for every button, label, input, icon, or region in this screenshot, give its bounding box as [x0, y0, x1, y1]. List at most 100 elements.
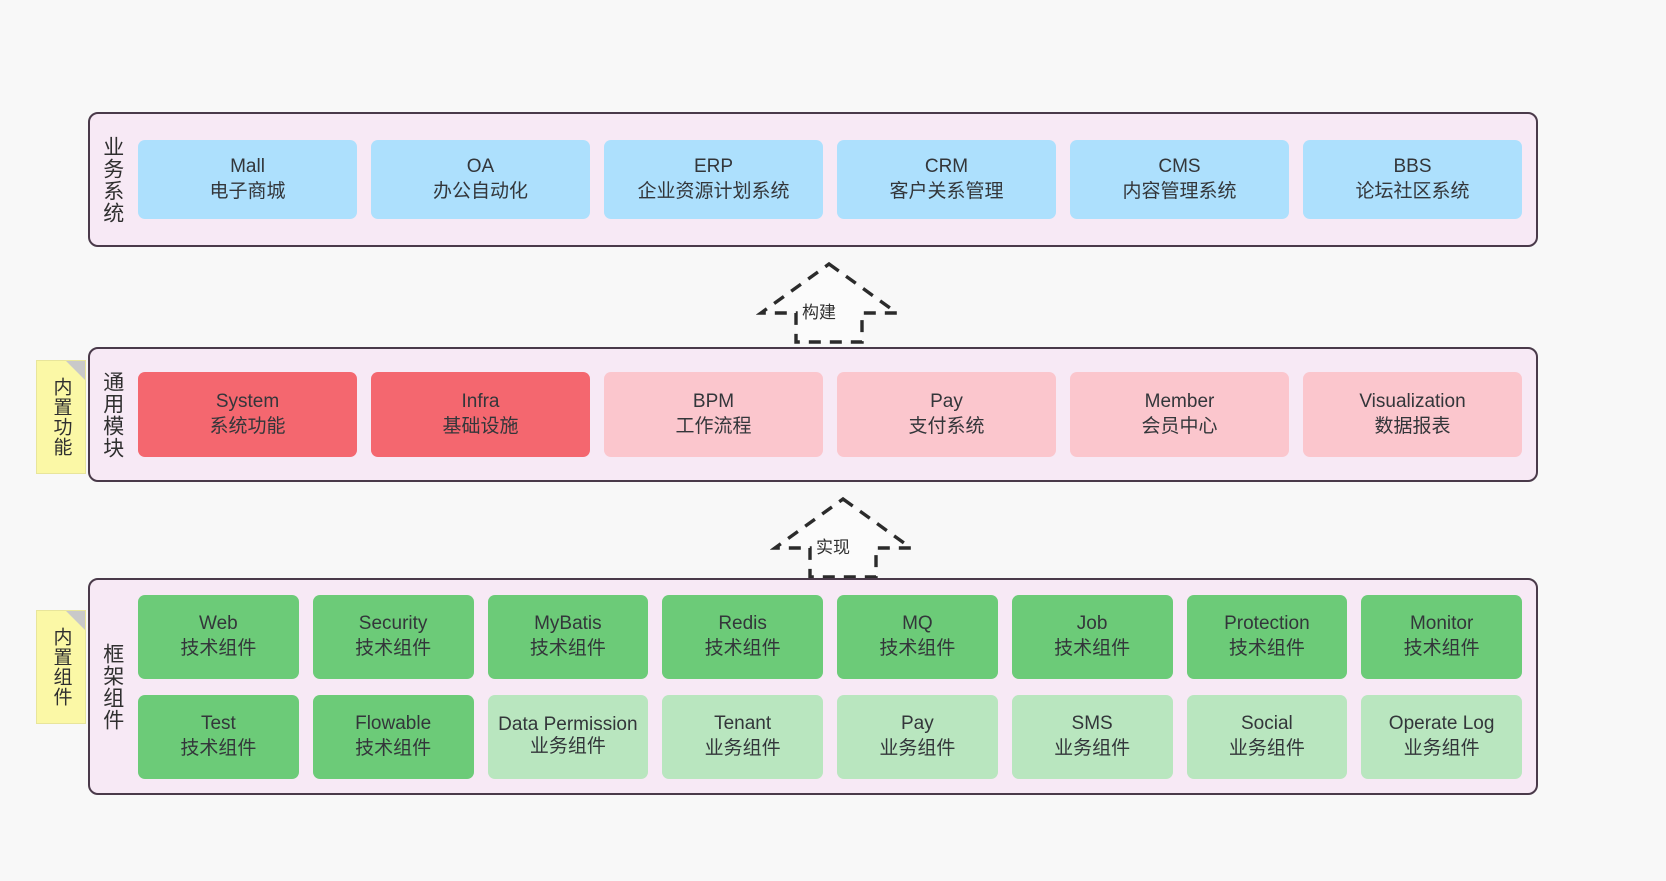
card-subtitle: 技术组件 [529, 637, 606, 659]
card-title: Test [200, 713, 236, 735]
card-title: Protection [1224, 613, 1310, 635]
note-fold-corner-icon [66, 361, 85, 380]
arrow-implement-label: 实现 [816, 538, 850, 557]
layer-business-system: 业务系统 Mall 电子商城 OA 办公自动化 ERP 企业资源计划系统 [88, 112, 1538, 247]
card-subtitle: 技术组件 [355, 737, 432, 759]
card-oa[interactable]: OA 办公自动化 [371, 140, 590, 219]
card-row: Mall 电子商城 OA 办公自动化 ERP 企业资源计划系统 CRM 客户关系… [138, 140, 1522, 219]
card-title: Mall [230, 156, 265, 178]
card-title: Operate Log [1388, 713, 1495, 735]
card-title: Redis [718, 613, 767, 635]
layer-body-common-module: System 系统功能 Infra 基础设施 BPM 工作流程 Pay 支付系统 [134, 349, 1536, 480]
card-flowable[interactable]: Flowable 技术组件 [312, 694, 474, 779]
card-infra[interactable]: Infra 基础设施 [371, 372, 590, 457]
card-web[interactable]: Web 技术组件 [138, 594, 299, 679]
card-mq[interactable]: MQ 技术组件 [837, 594, 998, 679]
card-subtitle: 技术组件 [879, 637, 956, 659]
card-subtitle: 会员中心 [1141, 415, 1218, 437]
layer-title-common-module: 通用模块 [100, 370, 124, 459]
arrow-build-label: 构建 [802, 303, 836, 322]
card-title: MQ [902, 613, 933, 635]
card-title: MyBatis [534, 613, 602, 635]
card-subtitle: 技术组件 [704, 637, 781, 659]
card-subtitle: 数据报表 [1374, 415, 1451, 437]
card-title: BPM [692, 391, 735, 413]
card-title: ERP [693, 156, 734, 178]
card-title: Flowable [355, 713, 432, 735]
card-test[interactable]: Test 技术组件 [138, 694, 299, 779]
card-subtitle: 技术组件 [180, 637, 257, 659]
card-mall[interactable]: Mall 电子商城 [138, 140, 357, 219]
card-subtitle: 技术组件 [1403, 637, 1480, 659]
tag-builtin-function: 内置功能 [36, 360, 86, 474]
card-crm[interactable]: CRM 客户关系管理 [837, 140, 1056, 219]
card-pay[interactable]: Pay 支付系统 [837, 372, 1056, 457]
card-mybatis[interactable]: MyBatis 技术组件 [487, 594, 649, 679]
card-title: OA [466, 156, 495, 178]
card-operate-log[interactable]: Operate Log 业务组件 [1361, 694, 1522, 779]
card-title: Infra [461, 391, 500, 413]
card-subtitle: 业务组件 [1054, 737, 1131, 759]
card-row: Web 技术组件 Security 技术组件 MyBatis 技术组件 Redi… [138, 594, 1522, 679]
arrow-implement: 实现 [770, 495, 916, 580]
card-tenant[interactable]: Tenant 业务组件 [662, 694, 823, 779]
layer-body-business-system: Mall 电子商城 OA 办公自动化 ERP 企业资源计划系统 CRM 客户关系… [134, 114, 1536, 245]
card-erp[interactable]: ERP 企业资源计划系统 [604, 140, 823, 219]
card-title: Job [1076, 613, 1108, 635]
card-title: Visualization [1359, 391, 1466, 413]
card-subtitle: 业务组件 [1403, 737, 1480, 759]
card-title: Social [1241, 713, 1293, 735]
card-title: Tenant [714, 713, 772, 735]
card-title: Pay [901, 713, 934, 735]
card-pay-business[interactable]: Pay 业务组件 [837, 694, 998, 779]
card-subtitle: 支付系统 [908, 415, 985, 437]
layer-framework-component: 框架组件 Web 技术组件 Security 技术组件 MyBatis 技术组件 [88, 578, 1538, 795]
card-title: Security [358, 613, 428, 635]
card-subtitle: 办公自动化 [432, 180, 528, 202]
note-fold-corner-icon [66, 611, 85, 630]
card-subtitle: 业务组件 [704, 737, 781, 759]
card-title: BBS [1393, 156, 1432, 178]
layer-body-framework-component: Web 技术组件 Security 技术组件 MyBatis 技术组件 Redi… [134, 580, 1536, 793]
card-title: Web [199, 613, 238, 635]
card-redis[interactable]: Redis 技术组件 [662, 594, 823, 679]
card-title: Data Permission [498, 713, 638, 735]
card-subtitle: 系统功能 [209, 415, 286, 437]
card-subtitle: 技术组件 [1054, 637, 1131, 659]
card-subtitle: 技术组件 [180, 737, 257, 759]
card-protection[interactable]: Protection 技术组件 [1186, 594, 1348, 679]
card-subtitle: 技术组件 [355, 637, 432, 659]
card-subtitle: 业务组件 [529, 735, 606, 757]
card-social[interactable]: Social 业务组件 [1186, 694, 1348, 779]
card-subtitle: 电子商城 [209, 180, 286, 202]
card-title: SMS [1071, 713, 1113, 735]
card-cms[interactable]: CMS 内容管理系统 [1070, 140, 1289, 219]
card-row: System 系统功能 Infra 基础设施 BPM 工作流程 Pay 支付系统 [138, 372, 1522, 457]
card-subtitle: 基础设施 [442, 415, 519, 437]
card-title: CMS [1158, 156, 1201, 178]
card-security[interactable]: Security 技术组件 [312, 594, 474, 679]
card-row: Test 技术组件 Flowable 技术组件 Data Permission … [138, 694, 1522, 779]
layer-common-module: 通用模块 System 系统功能 Infra 基础设施 BPM 工作流程 [88, 347, 1538, 482]
tag-label: 内置功能 [50, 377, 72, 457]
card-visualization[interactable]: Visualization 数据报表 [1303, 372, 1522, 457]
card-sms[interactable]: SMS 业务组件 [1011, 694, 1173, 779]
arrow-build: 构建 [756, 260, 902, 345]
card-title: CRM [924, 156, 969, 178]
layer-title-business-system: 业务系统 [100, 135, 124, 224]
card-data-permission[interactable]: Data Permission 业务组件 [487, 694, 649, 779]
card-monitor[interactable]: Monitor 技术组件 [1361, 594, 1522, 679]
card-subtitle: 企业资源计划系统 [637, 180, 790, 202]
layer-title-framework-component: 框架组件 [100, 642, 124, 731]
card-title: Monitor [1409, 613, 1474, 635]
card-title: Pay [930, 391, 963, 413]
card-job[interactable]: Job 技术组件 [1011, 594, 1173, 679]
card-subtitle: 业务组件 [1228, 737, 1305, 759]
card-bbs[interactable]: BBS 论坛社区系统 [1303, 140, 1522, 219]
card-member[interactable]: Member 会员中心 [1070, 372, 1289, 457]
card-system[interactable]: System 系统功能 [138, 372, 357, 457]
tag-label: 内置组件 [50, 627, 72, 707]
card-bpm[interactable]: BPM 工作流程 [604, 372, 823, 457]
card-title: System [215, 391, 280, 413]
